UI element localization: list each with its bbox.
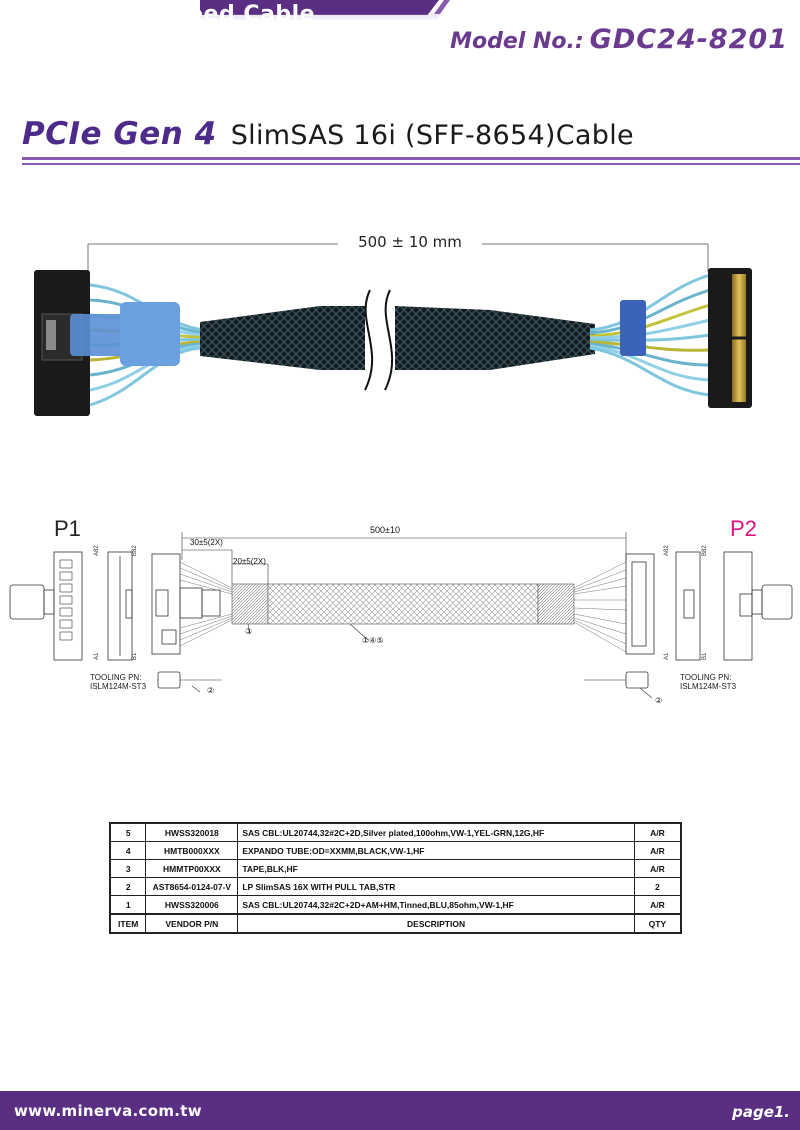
- dimension-30: 30±5(2X): [190, 538, 223, 547]
- bom-desc: SAS CBL:UL20744,32#2C+2D,Silver plated,1…: [237, 822, 635, 842]
- title-rule: [22, 163, 800, 165]
- table-row: 5 HWSS320018 SAS CBL:UL20744,32#2C+2D,Si…: [109, 822, 682, 842]
- tooling-left-pn: ISLM124M-ST3: [90, 682, 147, 691]
- page-title: PCIe Gen 4 SlimSAS 16i (SFF-8654)Cable: [22, 116, 634, 152]
- bom-item: 5: [109, 822, 147, 842]
- bom-qty: A/R: [633, 895, 682, 915]
- pin-b82-right: B82: [702, 545, 708, 556]
- footer-url[interactable]: www.minerva.com.tw: [14, 1102, 202, 1120]
- tooling-left-label: TOOLING PN:: [90, 673, 142, 682]
- callout-145: ①④⑤: [362, 636, 384, 645]
- bom-table: 5 HWSS320018 SAS CBL:UL20744,32#2C+2D,Si…: [109, 822, 682, 934]
- title-sub: SlimSAS 16i (SFF-8654)Cable: [230, 120, 634, 151]
- bom-desc: EXPANDO TUBE:OD=XXMM,BLACK,VW-1,HF: [237, 841, 635, 860]
- callout-3: ③: [245, 627, 253, 636]
- p2-label: P2: [730, 516, 757, 541]
- model-value: GDC24-8201: [589, 24, 788, 55]
- table-row: 4 HMTB000XXX EXPANDO TUBE:OD=XXMM,BLACK,…: [109, 841, 682, 860]
- model-label: Model No.:: [450, 29, 584, 54]
- pin-a1: A1: [94, 652, 100, 660]
- length-label: 500 ± 10 mm: [340, 233, 480, 251]
- bom-qty: A/R: [633, 841, 682, 860]
- dimension-20: 20±5(2X): [233, 557, 266, 566]
- tooling-right-pn: ISLM124M-ST3: [680, 682, 737, 691]
- tooling-right: TOOLING PN: ISLM124M-ST3: [680, 673, 736, 691]
- bom-qty: A/R: [633, 859, 682, 878]
- table-header-row: ITEM VENDOR P/N DESCRIPTION QTY: [109, 913, 682, 934]
- pin-a82-right: A82: [664, 545, 670, 556]
- table-row: 3 HMMTP00XXX TAPE,BLK,HF A/R: [109, 859, 682, 878]
- bom-vendor: HMMTP00XXX: [145, 859, 239, 878]
- dimension-total: 500±10: [370, 525, 400, 535]
- page-number: page1.: [732, 1103, 790, 1121]
- pin-a82: A82: [94, 545, 100, 556]
- bom-desc: SAS CBL:UL20744,32#2C+2D+AM+HM,Tinned,BL…: [237, 895, 635, 915]
- model-number: Model No.:GDC24-8201: [450, 24, 788, 55]
- bom-vendor: HWSS320006: [145, 895, 239, 915]
- footer-band: [0, 1091, 800, 1130]
- pin-b1-right: B1: [702, 652, 708, 660]
- bom-item: 1: [109, 895, 147, 915]
- technical-drawing: A82 B82 A1 B1 A82 B82 A1 B1: [9, 532, 793, 699]
- table-row: 1 HWSS320006 SAS CBL:UL20744,32#2C+2D+AM…: [109, 895, 682, 915]
- bom-item: 3: [109, 859, 147, 878]
- callout-2-left: ②: [207, 686, 215, 695]
- tooling-right-label: TOOLING PN:: [680, 673, 732, 682]
- bom-item: 2: [109, 877, 147, 896]
- header-vendor: VENDOR P/N: [145, 913, 239, 934]
- cable-photo: [34, 243, 752, 416]
- header-band: [200, 0, 450, 20]
- table-row: 2 AST8654-0124-07-V LP SlimSAS 16X WITH …: [109, 877, 682, 896]
- title-rule: [22, 157, 800, 160]
- header-desc: DESCRIPTION: [237, 913, 635, 934]
- tooling-left: TOOLING PN: ISLM124M-ST3: [90, 673, 146, 691]
- bom-vendor: AST8654-0124-07-V: [145, 877, 239, 896]
- header-item: ITEM: [109, 913, 147, 934]
- bom-item: 4: [109, 841, 147, 860]
- title-main: PCIe Gen 4: [22, 116, 217, 152]
- pin-b82: B82: [132, 545, 138, 556]
- bom-desc: TAPE,BLK,HF: [237, 859, 635, 878]
- header-qty: QTY: [633, 913, 682, 934]
- bom-vendor: HWSS320018: [145, 822, 239, 842]
- pin-b1: B1: [132, 652, 138, 660]
- bom-qty: 2: [633, 877, 682, 896]
- callout-2-right: ②: [655, 696, 663, 705]
- bom-desc: LP SlimSAS 16X WITH PULL TAB,STR: [237, 877, 635, 896]
- bom-vendor: HMTB000XXX: [145, 841, 239, 860]
- p1-label: P1: [54, 516, 81, 541]
- pin-a1-right: A1: [664, 652, 670, 660]
- header-category: High Speed Cable: [88, 2, 316, 27]
- bom-qty: A/R: [633, 822, 682, 842]
